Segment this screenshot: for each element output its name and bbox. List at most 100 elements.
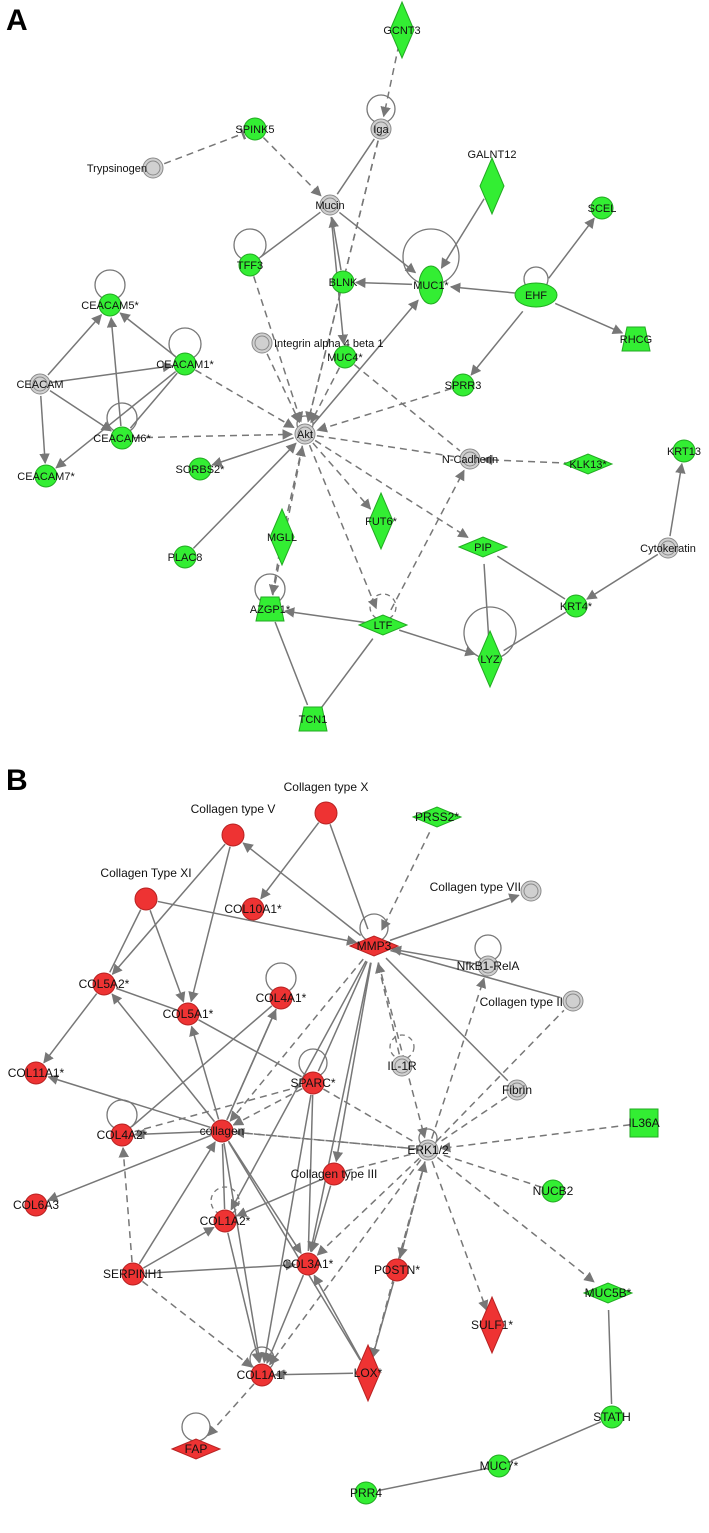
edge-gcnt3-iga: [380, 44, 400, 118]
node-label: KRT13: [667, 446, 701, 458]
node-shape: [250, 1363, 274, 1387]
node-fap[interactable]: FAP: [170, 1438, 222, 1460]
edge-coliii-col3a1: [309, 1185, 332, 1253]
node-gcnt3[interactable]: GCNT3: [383, 0, 421, 60]
node-ceacam6[interactable]: CEACAM6*: [93, 426, 151, 450]
self-loop-il1r: [389, 1034, 415, 1060]
node-erk[interactable]: ERK1/2: [407, 1139, 449, 1161]
node-mmp3[interactable]: MMP3: [348, 935, 400, 957]
edge-stath-muc7: [510, 1421, 602, 1462]
node-serpinh1[interactable]: SERPINH1: [103, 1262, 163, 1286]
node-rhcg[interactable]: RHCG: [620, 326, 652, 352]
node-shape: [368, 491, 394, 551]
node-label: COL1A2*: [200, 1214, 251, 1228]
node-postn[interactable]: POSTN*: [374, 1258, 420, 1282]
node-ceacam[interactable]: CEACAM: [16, 373, 64, 395]
node-prr4[interactable]: PRR4: [350, 1481, 382, 1505]
node-sulf1[interactable]: SULF1*: [471, 1295, 513, 1355]
node-integrin[interactable]: Integrin alpha 4 beta 1: [251, 332, 383, 354]
node-galnt12[interactable]: GALNT12: [468, 149, 517, 216]
node-inner-ring: [523, 883, 539, 899]
node-shape: [92, 972, 116, 996]
node-shape: [269, 507, 295, 567]
node-col6a3[interactable]: COL6A3: [13, 1193, 59, 1217]
node-blnk[interactable]: BLNK: [329, 270, 358, 294]
node-coliii[interactable]: Collagen type III: [291, 1162, 378, 1186]
node-trypsinogen[interactable]: Trypsinogen: [87, 157, 164, 179]
node-muc1[interactable]: MUC1*: [413, 265, 449, 305]
node-il36a[interactable]: IL36A: [628, 1108, 660, 1138]
node-colx[interactable]: Collagen type X: [284, 780, 369, 825]
node-muc4[interactable]: MUC4*: [327, 345, 363, 369]
node-colv[interactable]: Collagen type V: [191, 802, 276, 847]
node-ehf[interactable]: EHF: [514, 282, 558, 308]
node-sparc[interactable]: SPARC*: [290, 1071, 336, 1095]
node-col3a1[interactable]: COL3A1*: [283, 1252, 334, 1276]
node-tcn1[interactable]: TCN1: [298, 706, 328, 732]
node-colxi[interactable]: Collagen Type XI: [100, 866, 192, 911]
node-label: Akt: [297, 429, 313, 441]
node-label: CEACAM5*: [81, 300, 139, 312]
node-col1a1[interactable]: COL1A1*: [237, 1363, 288, 1387]
node-lyz[interactable]: LYZ: [477, 629, 503, 689]
node-prss2[interactable]: PRSS2*: [411, 806, 463, 828]
node-nfkb1[interactable]: NfkB1-RelA: [457, 955, 520, 977]
node-ceacam1[interactable]: CEACAM1*: [156, 352, 214, 376]
node-mgll[interactable]: MGLL: [267, 507, 297, 567]
node-shape: [354, 1481, 378, 1505]
node-label: RHCG: [620, 334, 652, 346]
node-spink5[interactable]: SPINK5: [235, 117, 275, 141]
node-col4a2[interactable]: COL4A2*: [97, 1123, 148, 1147]
node-scel[interactable]: SCEL: [588, 196, 617, 220]
edge-colv-col5a2: [111, 843, 226, 975]
node-sprr3[interactable]: SPRR3: [445, 373, 482, 397]
edge-col4a1-collagen: [226, 1008, 277, 1120]
node-sorbs2[interactable]: SORBS2*: [176, 457, 226, 481]
node-il1r[interactable]: IL-1R: [387, 1055, 417, 1077]
node-col10a1[interactable]: COL10A1*: [224, 897, 282, 921]
node-lox[interactable]: LOX*: [354, 1343, 383, 1403]
node-krt4[interactable]: KRT4*: [560, 594, 593, 618]
node-label: GCNT3: [383, 25, 420, 37]
node-stath[interactable]: STATH: [593, 1405, 631, 1429]
node-a2gp1[interactable]: AZGP1*: [250, 596, 291, 622]
node-col5a1[interactable]: COL5A1*: [163, 1002, 214, 1026]
node-ltf[interactable]: LTF: [357, 614, 409, 636]
edge-mmp3-sparc: [317, 961, 368, 1072]
node-fibrin[interactable]: Fibrin: [502, 1079, 532, 1101]
edge-colxi-mmp3: [157, 900, 358, 946]
edge-col5a2-col11a1: [43, 993, 98, 1064]
node-col1a2[interactable]: COL1A2*: [200, 1209, 251, 1233]
node-fut6[interactable]: FUT6*: [365, 491, 398, 551]
node-klk13[interactable]: KLK13*: [562, 453, 614, 475]
node-colvii[interactable]: Collagen type VII: [430, 880, 542, 902]
node-shape: [24, 1193, 48, 1217]
node-nucb2[interactable]: NUCB2: [533, 1179, 574, 1203]
node-muc7[interactable]: MUC7*: [480, 1454, 519, 1478]
edge-col1a2-collagen: [221, 1143, 226, 1210]
node-shape: [301, 1071, 325, 1095]
node-collagen[interactable]: collagen: [200, 1119, 245, 1143]
node-ncadherin[interactable]: N-Cadherin: [442, 448, 498, 470]
node-cytokeratin[interactable]: Cytokeratin: [640, 537, 696, 559]
node-mucin[interactable]: Mucin: [315, 194, 345, 216]
node-ceacam7[interactable]: CEACAM7*: [17, 464, 75, 488]
node-tff3[interactable]: TFF3: [237, 253, 263, 277]
node-label: MUC5B*: [585, 1286, 632, 1300]
node-iga[interactable]: Iga: [370, 118, 392, 140]
node-label: SCEL: [588, 203, 617, 215]
edge-mmp3-erk: [377, 962, 428, 1139]
node-col11a1[interactable]: COL11A1*: [8, 1061, 65, 1085]
node-akt[interactable]: Akt: [294, 423, 316, 445]
node-krt13[interactable]: KRT13: [667, 439, 701, 463]
edge-serpinh1-col4a2: [118, 1146, 133, 1263]
node-muc5b[interactable]: MUC5B*: [582, 1282, 634, 1304]
node-label: COL1A1*: [237, 1368, 288, 1382]
node-col5a2[interactable]: COL5A2*: [79, 972, 130, 996]
node-ceacam5[interactable]: CEACAM5*: [81, 293, 139, 317]
node-pip[interactable]: PIP: [457, 536, 509, 558]
node-plac8[interactable]: PLAC8: [168, 545, 203, 569]
node-col4a1[interactable]: COL4A1*: [256, 986, 307, 1010]
node-colii[interactable]: Collagen type II: [480, 990, 584, 1012]
node-label: IL-1R: [387, 1059, 417, 1073]
